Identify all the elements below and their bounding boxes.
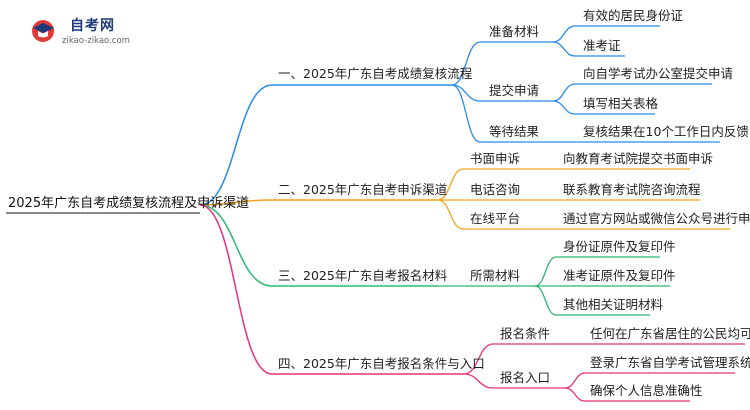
branch-2-connector [199, 199, 273, 206]
branch-3-connector [199, 204, 273, 287]
branch-1-node-1-leaf-1-connector [552, 25, 576, 43]
branch-4-leaf-2: 登录广东省自学考试管理系统 [590, 355, 750, 370]
root-node: 2025年广东自考成绩复核流程及申诉渠道 [8, 196, 250, 211]
branch-2-node-2: 电话咨询 [470, 182, 521, 197]
branch-1-leaf-3: 向自学考试办公室提交申请 [583, 66, 734, 81]
branch-1-leaf-4: 填写相关表格 [583, 96, 659, 111]
branch-1-node-3: 等待结果 [489, 124, 540, 139]
branch-3-node-1-leaf-3-connector [534, 285, 557, 316]
branch-2-node-1: 书面申诉 [470, 151, 521, 166]
branch-2-node-1-connector [437, 168, 464, 201]
branch-1-node-2: 提交申请 [489, 83, 540, 98]
branch-1-node-2-leaf-2-connector [552, 100, 576, 115]
branch-1-node-3-connector [451, 84, 481, 143]
branch-2-node-3: 在线平台 [470, 211, 521, 226]
branch-3-label: 三、2025年广东自考报名材料 [278, 268, 448, 283]
logo: 自考网 zikao-zikao.com [30, 15, 145, 51]
branch-3-leaf-2: 准考证原件及复印件 [563, 268, 676, 283]
branch-1-node-1-leaf-2-connector [552, 41, 576, 57]
branch-1-node-1: 准备材料 [489, 24, 540, 39]
branch-3-node-1-leaf-1-connector [534, 256, 557, 287]
branch-3-leaf-1: 身份证原件及复印件 [563, 239, 676, 254]
graduation-cap-icon [32, 20, 54, 42]
branch-2-leaf-1: 向教育考试院提交书面申诉 [563, 151, 714, 166]
branch-1-node-1-connector [451, 41, 481, 86]
branch-4-node-2: 报名入口 [500, 370, 551, 385]
branch-1-leaf-1: 有效的居民身份证 [583, 8, 684, 23]
branch-4-node-2-leaf-2-connector [564, 387, 586, 402]
logo-url: zikao-zikao.com [62, 36, 130, 46]
branch-4-node-2-connector [463, 373, 494, 389]
branch-4-node-2-leaf-1-connector [564, 372, 586, 389]
branch-4-connector [199, 204, 273, 375]
branch-3-node-1: 所需材料 [470, 268, 521, 283]
branch-2-leaf-2: 联系教育考试院咨询流程 [563, 182, 701, 197]
branch-1-label: 一、2025年广东自考成绩复核流程 [278, 66, 473, 81]
branch-4-label: 四、2025年广东自考报名条件与入口 [278, 356, 485, 371]
branch-2-leaf-3: 通过官方网站或微信公众号进行申诉 [563, 211, 750, 226]
branch-2-node-3-connector [437, 199, 464, 230]
branch-1-node-2-leaf-1-connector [552, 83, 576, 102]
branch-4-node-1-connector [463, 343, 494, 375]
branch-1-connector [199, 84, 273, 206]
logo-name: 自考网 [70, 18, 115, 34]
branch-1-leaf-2: 准考证 [583, 38, 621, 53]
branch-1-leaf-5: 复核结果在10个工作日内反馈 [583, 124, 749, 139]
branch-2-label: 二、2025年广东自考申诉渠道 [278, 182, 448, 197]
branch-4-node-1: 报名条件 [500, 326, 551, 341]
branch-4-leaf-3: 确保个人信息准确性 [590, 383, 703, 398]
branch-3-leaf-3: 其他相关证明材料 [563, 297, 664, 312]
